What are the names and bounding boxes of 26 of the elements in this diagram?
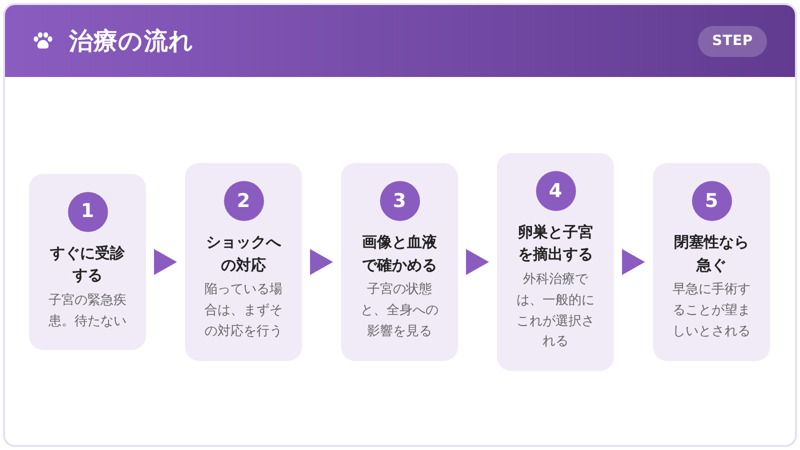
arrow: [622, 249, 645, 275]
step-badge: STEP: [698, 26, 767, 56]
step-card: [653, 163, 770, 361]
step-number: 2: [224, 181, 264, 222]
step-description: 子宮の状態と、全身への影響を見る: [360, 281, 440, 341]
step-heading: 画像と血液で確かめる: [361, 232, 438, 276]
step-heading: 閉塞性なら急ぐ: [673, 232, 750, 276]
step-description: 外科治療では、一般的にこれが選択される: [516, 270, 596, 352]
step-number: 5: [692, 181, 732, 222]
step-description: 早急に手術することが望ましいとされる: [672, 281, 752, 341]
step-number: 1: [68, 192, 108, 232]
arrow: [466, 249, 489, 275]
arrow: [310, 249, 333, 275]
step-card: [29, 174, 146, 350]
step-description: 子宮の緊急疾患。待たない: [48, 292, 128, 330]
step-card: [341, 163, 458, 361]
arrow: [154, 249, 177, 275]
step-card: [497, 152, 614, 372]
step-description: 陥っている場合は、まずその対応を行う: [204, 281, 284, 341]
step-heading: 卵巣と子宮を摘出する: [516, 222, 594, 266]
title: 治療の流れ: [69, 26, 194, 57]
step-number: 4: [536, 170, 576, 211]
step-card: [185, 163, 302, 361]
step-number: 3: [380, 181, 420, 222]
step-heading: ショックへの対応: [205, 232, 282, 276]
step-heading: すぐに受診する: [49, 242, 126, 286]
